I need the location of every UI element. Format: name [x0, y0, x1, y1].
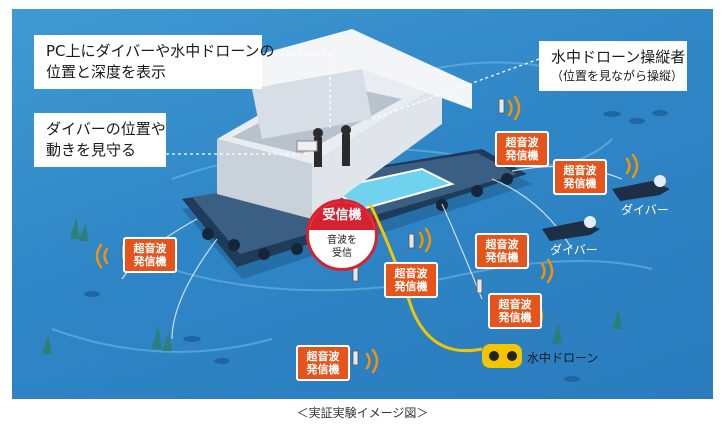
badge-line-2: 発信機: [559, 177, 601, 190]
badge-line-1: 超音波: [302, 350, 344, 363]
transmitter-badge: 超音波 発信機: [553, 159, 607, 195]
operator-title: 水中ドローン操縦者: [551, 47, 675, 68]
badge-line-2: 発信機: [302, 363, 344, 376]
drone-label: 水中ドローン: [527, 349, 598, 366]
receiver-desc-line-2: 受信: [309, 247, 375, 260]
callout-line-1: PC上にダイバーや水中ドローンの: [46, 41, 250, 62]
receiver-desc-line-1: 音波を: [309, 234, 375, 247]
diver-label: ダイバー: [550, 241, 598, 258]
callout-line-2: 位置と深度を表示: [46, 62, 250, 83]
callout-drone-operator: 水中ドローン操縦者 （位置を見ながら操縦）: [539, 41, 687, 91]
transmitter-badge: 超音波 発信機: [475, 233, 529, 269]
badge-line-2: 発信機: [501, 149, 543, 162]
figure-caption: ＜実証実験イメージ図＞: [0, 404, 725, 421]
badge-line-1: 超音波: [559, 164, 601, 177]
badge-line-2: 発信機: [129, 255, 171, 268]
badge-line-1: 超音波: [129, 242, 171, 255]
badge-line-1: 超音波: [501, 136, 543, 149]
transmitter-badge: 超音波 発信機: [488, 293, 542, 329]
callout-line-2: 動きを見守る: [46, 140, 154, 161]
badge-line-2: 発信機: [494, 311, 536, 324]
badge-line-1: 超音波: [390, 267, 432, 280]
badge-line-1: 超音波: [481, 238, 523, 251]
transmitter-badge: 超音波 発信機: [296, 345, 350, 381]
transmitter-badge: 超音波 発信機: [384, 262, 438, 298]
callout-display-on-pc: PC上にダイバーや水中ドローンの 位置と深度を表示: [34, 35, 262, 89]
badge-line-1: 超音波: [494, 298, 536, 311]
drone-illustration: [482, 344, 522, 368]
transmitter-badge: 超音波 発信機: [123, 237, 177, 273]
callout-line-1: ダイバーの位置や: [46, 119, 154, 140]
receiver-badge: 受信機 音波を 受信: [306, 199, 378, 271]
badge-line-2: 発信機: [481, 251, 523, 264]
receiver-desc: 音波を 受信: [309, 230, 375, 260]
callout-watch-diver: ダイバーの位置や 動きを見守る: [34, 113, 166, 167]
operator-note: （位置を見ながら操縦）: [551, 68, 675, 85]
diver-label: ダイバー: [621, 201, 669, 218]
diagram-scene: PC上にダイバーや水中ドローンの 位置と深度を表示 ダイバーの位置や 動きを見守…: [12, 9, 713, 399]
transmitter-badge: 超音波 発信機: [495, 131, 549, 167]
badge-line-2: 発信機: [390, 280, 432, 293]
